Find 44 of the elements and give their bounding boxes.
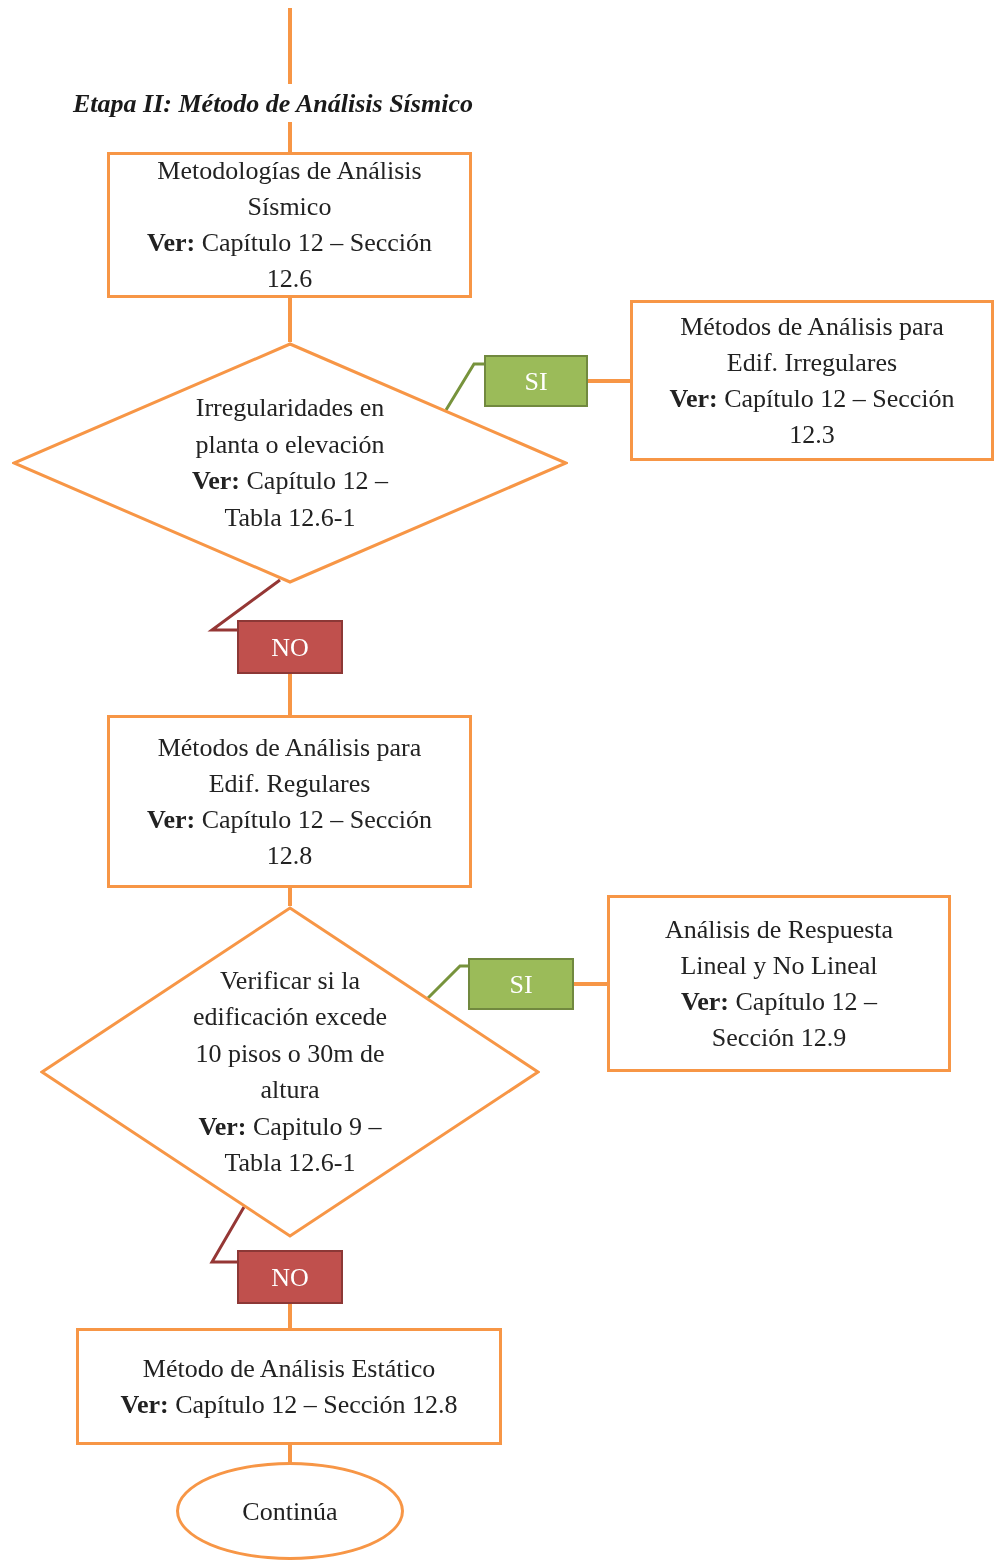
leader-line	[207, 578, 281, 632]
connector-line	[288, 1445, 292, 1462]
reference-text: Ver: Capitulo 9 – Tabla 12.6-1	[197, 1110, 383, 1179]
process-box	[107, 152, 472, 298]
connector-line	[288, 298, 292, 342]
connector-line	[288, 122, 292, 152]
node-heading: SI	[509, 968, 533, 1001]
node-heading: Análisis de Respuesta Lineal y No Lineal	[663, 913, 895, 982]
reference-text: Ver: Capítulo 12 – Sección 12.8	[146, 803, 433, 872]
no-label-box	[237, 620, 343, 674]
connector-line	[288, 1304, 292, 1328]
reference-text: Ver: Capítulo 12 – Sección 12.9	[679, 985, 879, 1054]
leader-line	[444, 362, 484, 411]
connector-line	[288, 8, 292, 84]
leader-line	[426, 964, 468, 1000]
process-box	[107, 715, 472, 888]
node-heading: Irregularidades en planta o elevación	[194, 392, 386, 461]
connector-line	[288, 888, 292, 906]
connector-line	[574, 982, 607, 986]
node-heading: Verificar si la edificación excede 10 pisos o 30m de altura	[191, 964, 389, 1106]
node-heading: Continúa	[242, 1495, 338, 1528]
reference-text: Ver: Capítulo 12 – Sección 12.8	[120, 1388, 458, 1421]
node-heading: Métodos de Análisis para Edif. Regulares	[156, 731, 423, 800]
node-heading: SI	[524, 365, 548, 398]
connector-line	[288, 674, 292, 715]
node-heading: Método de Análisis Estático	[142, 1352, 436, 1385]
section-title: Etapa II: Método de Análisis Sísmico	[73, 87, 473, 120]
connector-line	[588, 379, 630, 383]
node-heading: NO	[271, 631, 309, 664]
node-heading: Métodos de Análisis para Edif. Irregulares	[679, 310, 945, 379]
process-box	[630, 300, 994, 461]
leader-line	[209, 1206, 246, 1264]
process-box	[607, 895, 951, 1072]
decision-diamond	[12, 342, 568, 584]
decision-diamond	[40, 906, 540, 1238]
node-heading: NO	[271, 1261, 309, 1294]
yes-label-box	[468, 958, 574, 1010]
reference-text: Ver: Capítulo 12 – Sección 12.6	[146, 227, 433, 295]
reference-text: Ver: Capítulo 12 – Tabla 12.6-1	[190, 465, 390, 534]
reference-text: Ver: Capítulo 12 – Sección 12.3	[668, 382, 956, 451]
node-heading: Metodologías de Análisis Sísmico	[156, 155, 423, 223]
yes-label-box	[484, 355, 588, 407]
no-label-box	[237, 1250, 343, 1304]
process-box	[76, 1328, 502, 1445]
